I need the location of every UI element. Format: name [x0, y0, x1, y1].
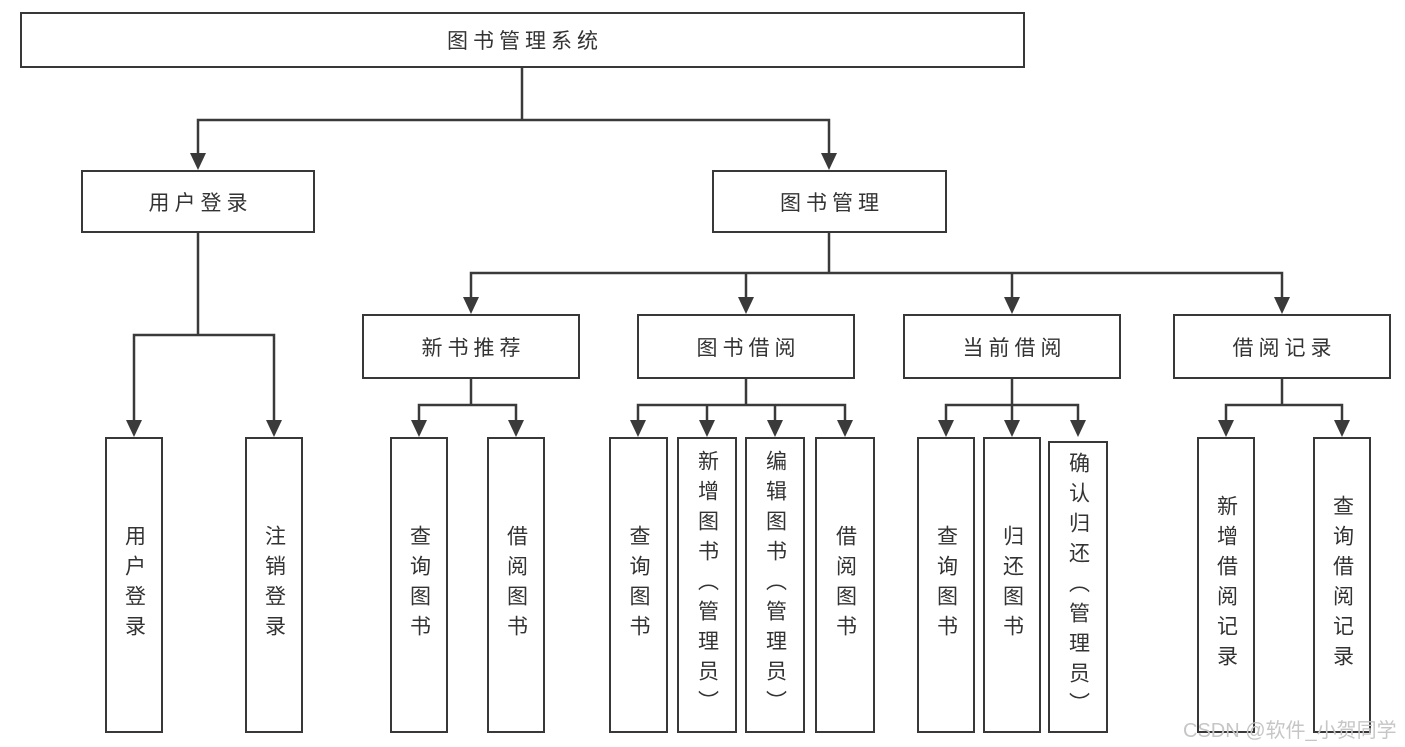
- leaf-label: 确认归还（管理员）: [1066, 452, 1090, 722]
- box-label: 图书管理: [780, 191, 884, 215]
- leaf-add-borrow-record: 新增借阅记录: [1197, 437, 1255, 733]
- leaf-logout: 注销登录: [245, 437, 303, 733]
- leaf-query-books-current: 查询图书: [917, 437, 975, 733]
- arrowhead: [738, 297, 754, 314]
- leaf-borrow-books: 借阅图书: [815, 437, 875, 733]
- leaf-confirm-return-admin: 确认归还（管理员）: [1048, 441, 1108, 733]
- arrowhead: [508, 420, 524, 437]
- arrowhead: [266, 420, 282, 437]
- arrowhead: [1274, 297, 1290, 314]
- leaf-borrow-books-recommend: 借阅图书: [487, 437, 545, 733]
- box-library-management-system: 图书管理系统: [20, 12, 1025, 68]
- arrowhead: [1004, 297, 1020, 314]
- arrowhead: [630, 420, 646, 437]
- edge-book-borrow-split: [636, 377, 847, 425]
- box-borrow-records: 借阅记录: [1173, 314, 1391, 379]
- leaf-label: 查询借阅记录: [1330, 495, 1354, 675]
- leaf-label: 新增借阅记录: [1214, 495, 1238, 675]
- arrowhead: [190, 153, 206, 170]
- leaf-add-book-admin: 新增图书（管理员）: [677, 437, 737, 733]
- leaf-label: 用户登录: [122, 525, 146, 645]
- edge-root-split: [196, 66, 831, 158]
- box-new-book-recommend: 新书推荐: [362, 314, 580, 379]
- arrowhead: [699, 420, 715, 437]
- leaf-label: 归还图书: [1000, 525, 1024, 645]
- leaf-label: 查询图书: [407, 525, 431, 645]
- arrowhead: [1334, 420, 1350, 437]
- box-current-borrow: 当前借阅: [903, 314, 1121, 379]
- csdn-watermark: CSDN @软件_小贺同学: [1183, 720, 1397, 742]
- box-book-management: 图书管理: [712, 170, 947, 233]
- arrowhead: [463, 297, 479, 314]
- edge-user-login-split: [132, 231, 276, 425]
- leaf-label: 借阅图书: [504, 525, 528, 645]
- box-user-login: 用户登录: [81, 170, 315, 233]
- leaf-label: 查询图书: [627, 525, 650, 645]
- edge-borrow-records-split: [1224, 377, 1344, 425]
- edge-book-management-split: [469, 231, 1284, 302]
- arrowhead: [1218, 420, 1234, 437]
- arrowhead: [837, 420, 853, 437]
- box-label: 图书借阅: [696, 336, 801, 360]
- leaf-label: 查询图书: [934, 525, 958, 645]
- box-label: 借阅记录: [1232, 336, 1337, 360]
- leaf-return-books: 归还图书: [983, 437, 1041, 733]
- arrowhead: [411, 420, 427, 437]
- leaf-label: 注销登录: [262, 525, 286, 645]
- leaf-label: 借阅图书: [833, 525, 857, 645]
- edge-new-book-recommend-split: [417, 377, 518, 425]
- arrowhead: [938, 420, 954, 437]
- leaf-query-books-recommend: 查询图书: [390, 437, 448, 733]
- box-label: 当前借阅: [962, 336, 1067, 360]
- leaf-label: 新增图书（管理员）: [695, 450, 719, 720]
- box-label: 图书管理系统: [447, 30, 603, 53]
- leaf-user-login: 用户登录: [105, 437, 163, 733]
- box-label: 新书推荐: [421, 336, 526, 360]
- arrowhead: [1070, 420, 1086, 437]
- leaf-query-borrow-record: 查询借阅记录: [1313, 437, 1371, 733]
- box-label: 用户登录: [148, 191, 253, 215]
- arrowhead: [821, 153, 837, 170]
- edge-current-borrow-split: [944, 377, 1080, 425]
- leaf-label: 编辑图书（管理员）: [763, 450, 787, 720]
- arrowhead: [1004, 420, 1020, 437]
- arrowhead: [767, 420, 783, 437]
- box-book-borrow: 图书借阅: [637, 314, 855, 379]
- leaf-edit-book-admin: 编辑图书（管理员）: [745, 437, 805, 733]
- arrowhead: [126, 420, 142, 437]
- leaf-query-books-borrow: 查询图书: [609, 437, 668, 733]
